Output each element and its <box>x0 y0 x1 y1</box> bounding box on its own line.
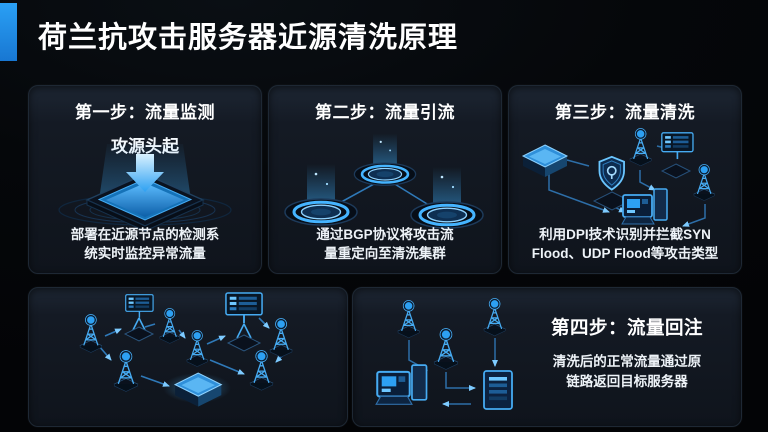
step1-title: 第一步：流量监测 <box>75 103 215 122</box>
radio-tower-icon <box>433 327 459 371</box>
glow-pad-icon <box>283 162 359 227</box>
glow-pad-icon <box>353 132 417 187</box>
network-topology-card <box>28 287 348 427</box>
server-rack-icon <box>483 370 513 410</box>
radio-tower-icon <box>249 349 274 391</box>
signboard-icon <box>224 292 263 325</box>
radio-tower-icon <box>629 127 652 167</box>
reinjection-network-icon <box>375 297 513 410</box>
title-accent-bar <box>0 3 17 61</box>
radio-tower-icon <box>159 307 181 344</box>
glow-pad-icon <box>409 165 485 230</box>
radio-tower-icon <box>693 163 716 202</box>
monitor-platform-icon <box>58 144 232 232</box>
step4-title: 第四步：流量回注 <box>550 317 703 338</box>
step-card-4: 第四步：流量回注 清洗后的正常流量通过原链路返回目标服务器 <box>352 287 742 427</box>
step3-description: 利用DPI技术识别并拦截SYN Flood、UDP Flood等攻击类型 <box>531 226 719 262</box>
step3-title: 第三步：流量清洗 <box>555 103 695 122</box>
signboard-icon <box>125 294 154 319</box>
desktop-computer-icon <box>375 364 428 406</box>
step2-description: 通过BGP协议将攻击流量重定向至清洗集群 <box>316 226 454 262</box>
down-arrow-icon <box>126 154 164 192</box>
step4-description: 清洗后的正常流量通过原链路返回目标服务器 <box>552 354 702 390</box>
server-box-icon <box>522 144 568 178</box>
monitor-icon <box>621 188 668 225</box>
step-card-3: 第三步：流量清洗 利用DPI技术识别并拦截SYN Flood、UDP Flood… <box>508 85 742 274</box>
step-card-2: 第二步：流量引流 通过BGP协议将攻击流量重定向至清洗集群 <box>268 85 502 274</box>
step1-description: 部署在近源节点的检测系统实时监控异常流量 <box>70 226 220 262</box>
tower-network-illustration <box>79 292 293 408</box>
radio-tower-icon <box>397 299 420 339</box>
shield-scrubbing-icon <box>522 127 716 227</box>
node-network-icon <box>283 132 485 230</box>
page-title: 荷兰抗攻击服务器近源清洗原理 <box>38 22 459 54</box>
step2-title: 第二步：流量引流 <box>315 103 455 122</box>
radio-tower-icon <box>113 349 139 393</box>
signboard-icon <box>661 132 694 160</box>
shield-icon <box>598 155 625 191</box>
radio-tower-icon <box>186 329 208 368</box>
step-card-1: 第一步：流量监测 攻源头起 部署在近源节点的检测系统实时监控异常流量 <box>28 85 262 274</box>
radio-tower-icon <box>269 317 293 358</box>
radio-tower-icon <box>483 297 506 337</box>
radio-tower-icon <box>79 313 103 354</box>
